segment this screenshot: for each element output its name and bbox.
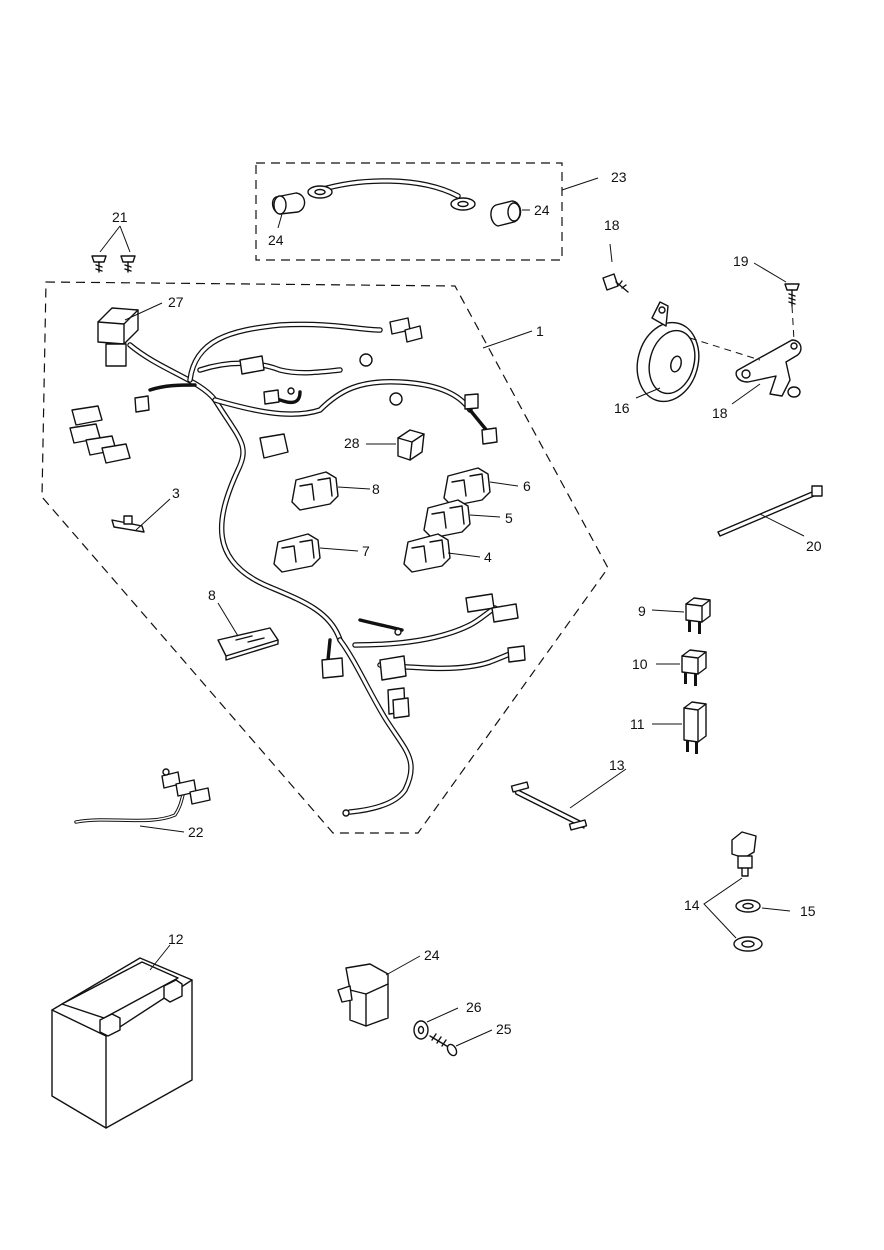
callout-23: 23 xyxy=(611,169,627,185)
neutral-switch xyxy=(731,831,757,877)
callout-1: 1 xyxy=(536,323,544,339)
callout-13: 13 xyxy=(609,757,625,773)
callout-labels: 1 3 4 5 6 7 8 8 9 10 11 12 13 14 15 16 1… xyxy=(112,169,822,1037)
relay-11 xyxy=(683,701,707,754)
fuse-holder-5 xyxy=(423,499,471,539)
callout-22: 22 xyxy=(188,824,204,840)
harness-clip xyxy=(111,515,145,533)
callout-27: 27 xyxy=(168,294,184,310)
sub-harness xyxy=(74,768,211,824)
harness-connector-block xyxy=(69,317,526,817)
callout-6: 6 xyxy=(523,478,531,494)
callout-12: 12 xyxy=(168,931,184,947)
callout-15: 15 xyxy=(800,903,816,919)
callout-7: 7 xyxy=(362,543,370,559)
callout-3: 3 xyxy=(172,485,180,501)
callout-24-left: 24 xyxy=(268,232,284,248)
callout-18-bottom: 18 xyxy=(712,405,728,421)
callout-18-top: 18 xyxy=(604,217,620,233)
switch-nut xyxy=(733,936,763,952)
callout-24-cover: 24 xyxy=(424,947,440,963)
callout-21: 21 xyxy=(112,209,128,225)
callout-14: 14 xyxy=(684,897,700,913)
battery-lead-group xyxy=(255,162,563,261)
terminal-cover xyxy=(337,963,389,1027)
switch-washer xyxy=(735,899,761,913)
horn-bracket xyxy=(735,339,802,398)
relay-9 xyxy=(685,597,711,634)
terminal-cover-right xyxy=(490,200,522,227)
horn-mount-axis xyxy=(689,337,761,361)
callout-16: 16 xyxy=(614,400,630,416)
callout-19: 19 xyxy=(733,253,749,269)
callout-5: 5 xyxy=(505,510,513,526)
main-harness-group xyxy=(41,281,609,834)
callout-11: 11 xyxy=(630,716,645,732)
callout-8-box: 8 xyxy=(208,587,216,603)
leader-lines xyxy=(99,177,805,1047)
relay-10 xyxy=(681,649,707,686)
screw-pair xyxy=(91,255,136,273)
terminal-bolt xyxy=(429,1033,458,1057)
main-wiring-harness xyxy=(127,321,517,815)
fuse-holder-6 xyxy=(443,467,491,507)
fuse-box-cover xyxy=(217,627,279,661)
fuse-holders xyxy=(273,467,491,573)
battery-lead xyxy=(307,178,476,211)
bracket-bolt-axis xyxy=(791,305,795,341)
callout-20: 20 xyxy=(806,538,822,554)
relay-connector xyxy=(97,307,139,367)
bracket-bolt xyxy=(784,283,800,307)
callout-28: 28 xyxy=(344,435,360,451)
fuse-block xyxy=(397,429,425,461)
callout-8-fuse: 8 xyxy=(372,481,380,497)
horn xyxy=(636,301,700,403)
terminal-washer xyxy=(413,1020,429,1040)
cable-tie xyxy=(717,485,823,537)
battery xyxy=(51,957,193,1129)
fuse-holder-7 xyxy=(273,533,321,573)
callout-10: 10 xyxy=(632,656,648,672)
fuse-holder-8 xyxy=(291,471,339,511)
callout-25: 25 xyxy=(496,1021,512,1037)
callout-9: 9 xyxy=(638,603,646,619)
horn-bolt xyxy=(602,273,629,293)
callout-24-right: 24 xyxy=(534,202,550,218)
terminal-cover-left xyxy=(271,192,306,215)
callout-26: 26 xyxy=(466,999,482,1015)
fuse-holder-4 xyxy=(403,533,451,573)
battery-strap xyxy=(510,781,588,831)
callout-4: 4 xyxy=(484,549,492,565)
